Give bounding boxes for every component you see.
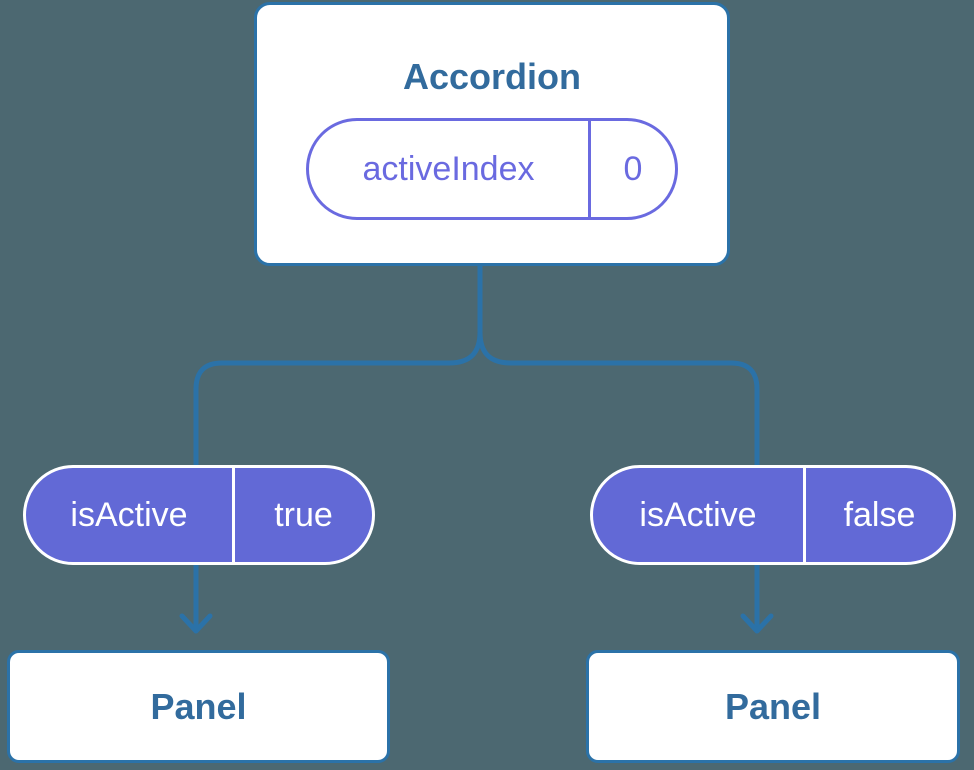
panel-card-right: Panel bbox=[586, 650, 960, 763]
connector-left-branch bbox=[193, 261, 483, 629]
prop-pill-divider bbox=[803, 468, 806, 562]
prop-pill-name: isActive bbox=[70, 495, 188, 534]
prop-pill-value: true bbox=[274, 495, 333, 534]
state-pill-name: activeIndex bbox=[362, 149, 535, 188]
panel-title: Panel bbox=[724, 686, 822, 727]
prop-pill-name: isActive bbox=[639, 495, 757, 534]
arrow-down-icon bbox=[740, 613, 774, 634]
accordion-title: Accordion bbox=[402, 56, 581, 97]
prop-pill-isactive-false: isActive false bbox=[590, 465, 956, 565]
arrow-down-icon bbox=[179, 613, 213, 634]
state-pill-divider bbox=[588, 121, 591, 217]
prop-pill-divider bbox=[232, 468, 235, 562]
panel-card-left: Panel bbox=[7, 650, 390, 763]
prop-pill-isactive-true: isActive true bbox=[23, 465, 375, 565]
state-pill: activeIndex 0 bbox=[306, 118, 678, 220]
accordion-card: Accordion activeIndex 0 bbox=[254, 2, 730, 266]
state-pill-value: 0 bbox=[623, 149, 643, 188]
connector-right-branch bbox=[477, 261, 760, 629]
panel-title: Panel bbox=[150, 686, 247, 727]
prop-pill-value: false bbox=[843, 495, 916, 534]
